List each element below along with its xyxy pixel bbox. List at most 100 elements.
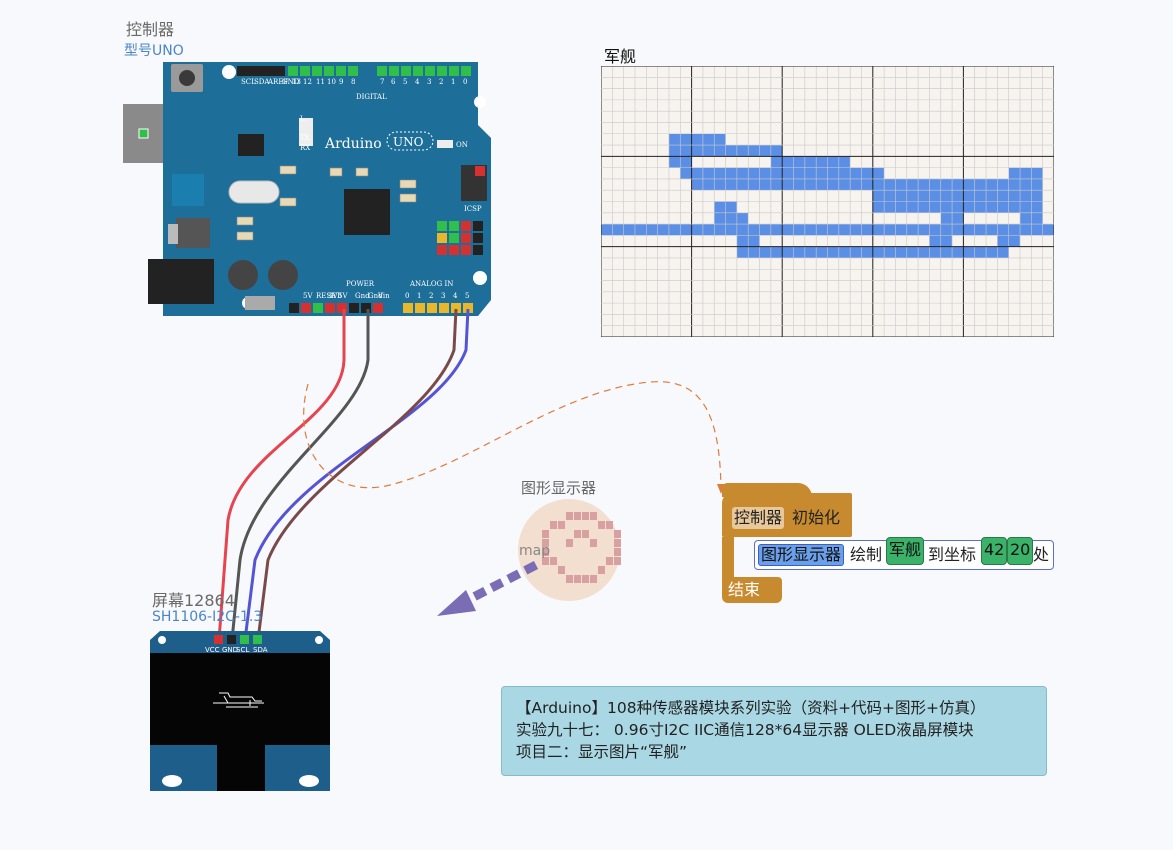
digital-pin-label: 10 bbox=[327, 78, 336, 86]
regulator bbox=[172, 174, 204, 206]
resistors bbox=[236, 165, 417, 241]
pattern-cell bbox=[614, 530, 621, 538]
pixel-on bbox=[997, 201, 1009, 213]
pixel-on bbox=[748, 224, 760, 236]
arduino-board[interactable] bbox=[163, 62, 491, 316]
pixel-on bbox=[668, 156, 681, 168]
tx-label: TX bbox=[300, 134, 310, 142]
pixel-on bbox=[668, 224, 681, 236]
pattern-cell bbox=[574, 530, 581, 538]
pixel-on bbox=[634, 224, 647, 236]
pixel-on bbox=[872, 201, 885, 213]
reset-button-cap[interactable] bbox=[179, 70, 195, 86]
pixel-on bbox=[1020, 190, 1032, 202]
pixel-on bbox=[680, 167, 692, 179]
init-block[interactable]: 控制器 初始化 bbox=[722, 483, 852, 537]
pixel-on bbox=[872, 190, 885, 202]
analog-pin bbox=[427, 303, 437, 313]
pixel-on bbox=[884, 190, 896, 202]
pixel-on bbox=[816, 224, 828, 236]
image-name-chip[interactable]: 军舰 bbox=[886, 537, 925, 565]
pixel-on bbox=[680, 133, 692, 146]
pixel-on bbox=[680, 224, 692, 236]
pattern-cell bbox=[598, 566, 605, 574]
pixel-on bbox=[714, 145, 726, 157]
led-array bbox=[299, 118, 313, 146]
pixel-on bbox=[997, 178, 1009, 191]
pixel-on bbox=[680, 156, 692, 168]
pattern-cell bbox=[550, 557, 557, 565]
power-pin-label: 3V3 bbox=[328, 292, 342, 300]
icsp-pin bbox=[475, 166, 485, 176]
pattern-cell bbox=[542, 548, 549, 556]
digital-pin-label: SCL bbox=[241, 78, 256, 86]
pattern-cell bbox=[582, 530, 589, 538]
header-pin bbox=[389, 66, 399, 76]
pattern-cell bbox=[550, 521, 557, 529]
pattern-cell bbox=[558, 566, 565, 574]
pixel-on bbox=[986, 190, 998, 202]
x-value-chip[interactable]: 42 bbox=[981, 537, 1008, 565]
init-text: 初始化 bbox=[792, 508, 841, 527]
end-label: 结束 bbox=[728, 580, 761, 599]
pixel-on bbox=[827, 246, 839, 258]
map-arrow bbox=[455, 560, 539, 610]
pixel-on bbox=[770, 145, 783, 157]
init-target[interactable]: 控制器 bbox=[732, 507, 785, 529]
analog-pin bbox=[463, 303, 473, 313]
power-pin bbox=[361, 303, 371, 313]
pixel-on bbox=[759, 167, 771, 179]
analog-pin-label: 0 bbox=[405, 292, 409, 300]
mount-hole-icon bbox=[222, 65, 236, 79]
analog-pin-label: 2 bbox=[429, 292, 433, 300]
pixel-on bbox=[974, 246, 987, 258]
digital-pin-label: 2 bbox=[439, 78, 443, 86]
pixel-on bbox=[918, 201, 930, 213]
init-block-mouth bbox=[722, 537, 734, 577]
pixel-on bbox=[668, 145, 681, 157]
digital-pin-label: SDA bbox=[254, 78, 270, 86]
pixel-on bbox=[974, 201, 987, 213]
wire-scl[interactable] bbox=[243, 308, 470, 641]
pixel-on bbox=[872, 178, 885, 191]
wire-gnd[interactable] bbox=[230, 309, 370, 641]
pixel-on bbox=[1031, 178, 1043, 191]
pixel-on bbox=[714, 201, 726, 213]
draw-block[interactable]: 图形显示器 绘制 军舰 到坐标 42 20 处 bbox=[754, 537, 1054, 570]
power-jack[interactable] bbox=[148, 259, 214, 304]
pixel-on bbox=[770, 246, 783, 258]
pixel-on bbox=[804, 156, 817, 168]
wire-sda[interactable] bbox=[256, 308, 458, 641]
pixel-on bbox=[850, 246, 862, 258]
pixel-on bbox=[1008, 224, 1021, 236]
pixel-on bbox=[702, 167, 715, 179]
wire-vcc[interactable] bbox=[217, 309, 346, 641]
draw-target[interactable]: 图形显示器 bbox=[758, 544, 845, 566]
pixel-on bbox=[986, 246, 998, 258]
header-black bbox=[237, 66, 285, 76]
voltage-regulator bbox=[176, 218, 210, 248]
pixel-on bbox=[940, 246, 953, 258]
pixel-on bbox=[736, 178, 749, 191]
power-pin bbox=[289, 303, 299, 313]
pixel-on bbox=[940, 190, 953, 202]
end-block[interactable]: 结束 bbox=[722, 577, 782, 603]
power-pin bbox=[373, 303, 383, 313]
pixel-on bbox=[770, 178, 783, 191]
pixel-on bbox=[952, 201, 964, 213]
info-line-1: 【Arduino】108种传感器模块系列实验（资料+代码+图形+仿真） bbox=[516, 699, 986, 717]
pixel-on bbox=[1008, 201, 1021, 213]
pixel-on bbox=[793, 156, 805, 168]
digital-pin-label: 5 bbox=[403, 78, 407, 86]
power-pin bbox=[337, 303, 347, 313]
pixel-on bbox=[1031, 201, 1043, 213]
pixel-grid[interactable] bbox=[601, 66, 1054, 337]
oled-ribbon bbox=[217, 745, 265, 791]
pixel-on bbox=[793, 224, 805, 236]
mount-hole-icon bbox=[162, 775, 182, 787]
pixel-on bbox=[804, 246, 817, 258]
digital-pin-label: 0 bbox=[463, 78, 467, 86]
y-value-chip[interactable]: 20 bbox=[1007, 537, 1034, 565]
controller-model: 型号UNO bbox=[124, 43, 184, 59]
power-pin-label: Gnd bbox=[355, 292, 370, 300]
